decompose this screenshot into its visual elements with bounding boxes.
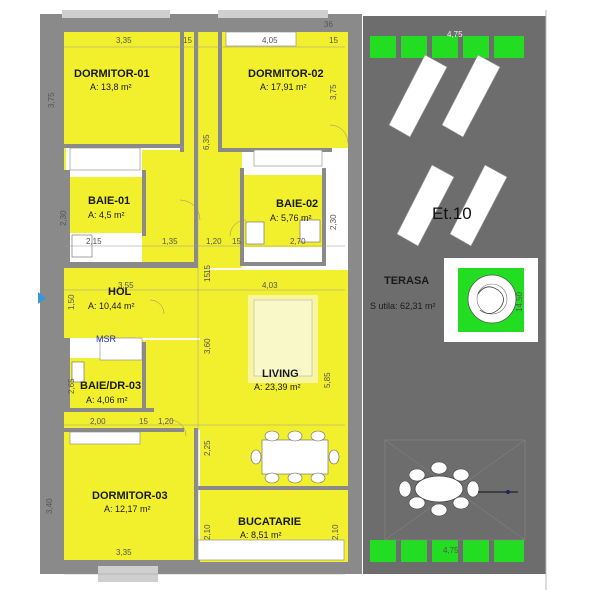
msr-label: MSR [96, 334, 116, 344]
dim-label: 2,30 [329, 214, 338, 230]
dim-label: 4,75 [447, 30, 463, 39]
dim-label: 2,70 [290, 237, 306, 246]
room-area-living: A: 23,39 m² [254, 382, 301, 392]
room-name-baiedr-03: BAIE/DR-03 [80, 380, 142, 392]
room-area-hol: A: 10,44 m² [88, 301, 135, 311]
dim-label: 1,50 [67, 294, 76, 310]
room-area-dormitor-01: A: 13,8 m² [90, 82, 132, 92]
dim-label: 3,60 [203, 338, 212, 354]
dim-label: 6,35 [202, 134, 211, 150]
dim-label: 2,65 [67, 378, 76, 394]
room-name-bucatarie: BUCATARIE [238, 516, 302, 528]
corridor-fill-2 [182, 32, 222, 152]
dim-label: 3,35 [116, 36, 132, 45]
planter-top [370, 36, 524, 58]
dim-label: 2,10 [203, 524, 212, 540]
dim-label: 15 [183, 36, 192, 45]
dim-label: 5,85 [323, 372, 332, 388]
dim-label: 2,15 [86, 237, 102, 246]
dim-label: 15 [203, 265, 212, 274]
room-name-hol: HOL [108, 286, 132, 298]
living-dining-table [250, 430, 340, 484]
outer-wall-bottom [40, 560, 362, 574]
room-name-dormitor-02: DORMITOR-02 [248, 68, 324, 80]
room-name-living: LIVING [262, 368, 299, 380]
room-area-bucatarie: A: 8,51 m² [240, 530, 282, 540]
hol-fill [64, 268, 210, 338]
room-area-baie-02: A: 5,76 m² [270, 213, 312, 223]
dim-label: 3,55 [118, 281, 134, 290]
level-label: Et.10 [432, 204, 472, 223]
dormitor-01-fill [64, 32, 180, 144]
outer-wall-top [40, 14, 362, 32]
terrace-table [384, 439, 526, 541]
dormitor-02-fill [222, 32, 348, 148]
corridor-fill [142, 150, 242, 268]
dim-label: 15 [139, 417, 148, 426]
room-area-baie-01: A: 4,5 m² [88, 210, 125, 220]
dim-label: 2,00 [90, 417, 106, 426]
dim-label: 15 [329, 36, 338, 45]
room-name-terasa: TERASA [384, 275, 430, 287]
dim-label: 14,50 [515, 291, 524, 312]
room-area-baiedr-03: A: 4,06 m² [86, 395, 128, 405]
sun-loungers [388, 54, 508, 247]
planter-bottom [370, 540, 524, 562]
entry-arrow-icon [38, 292, 46, 304]
outer-wall-left [40, 14, 64, 574]
dim-label: 4,75 [443, 546, 459, 555]
dim-label: 4,03 [262, 281, 278, 290]
dim-label: 2,25 [203, 440, 212, 456]
dormitor-03-fill [64, 430, 194, 560]
dim-label: 36 [324, 20, 333, 29]
baie-01-fill [70, 177, 142, 233]
dim-label: 15 [232, 237, 241, 246]
room-name-baie-02: BAIE-02 [276, 198, 319, 210]
room-name-baie-01: BAIE-01 [88, 195, 131, 207]
room-area-dormitor-03: A: 12,17 m² [104, 504, 151, 514]
room-name-dormitor-01: DORMITOR-01 [74, 68, 150, 80]
dim-label: 3,75 [329, 84, 338, 100]
dim-label: 3,40 [45, 498, 54, 514]
dim-label: 2,10 [331, 524, 340, 540]
dim-label: 4,05 [262, 36, 278, 45]
dim-label: 1,20 [158, 417, 174, 426]
dim-label: 1,20 [206, 237, 222, 246]
outer-wall-right [348, 14, 362, 574]
dim-label: 1,35 [162, 237, 178, 246]
dim-label: 2,30 [59, 210, 68, 226]
dim-label: 3,35 [116, 548, 132, 557]
room-area-terasa: S utila: 62,31 m² [370, 301, 436, 311]
jacuzzi [444, 258, 538, 342]
room-name-dormitor-03: DORMITOR-03 [92, 490, 168, 502]
dim-label: 3,75 [47, 92, 56, 108]
dim-label: 15 [203, 273, 212, 282]
room-area-dormitor-02: A: 17,91 m² [260, 82, 307, 92]
